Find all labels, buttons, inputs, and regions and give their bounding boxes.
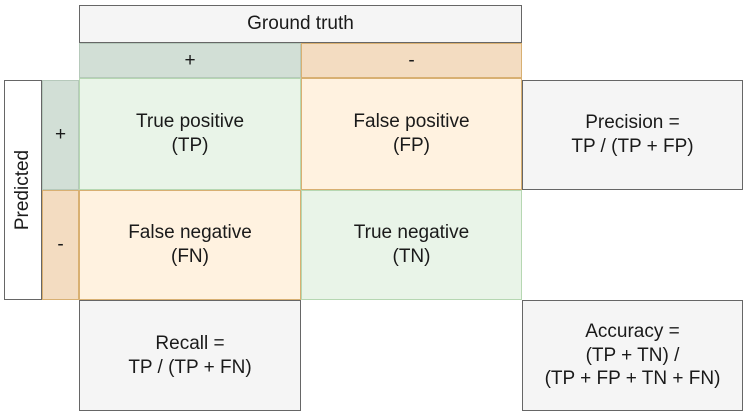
recall-box: Recall = TP / (TP + FN) bbox=[79, 300, 301, 411]
predicted-positive-header: + bbox=[42, 80, 79, 190]
predicted-negative-label: - bbox=[57, 234, 64, 256]
ground-truth-title: Ground truth bbox=[247, 13, 354, 35]
false-positive-label: False positive bbox=[353, 111, 470, 133]
accuracy-label: Accuracy = bbox=[585, 320, 680, 342]
accuracy-formula-denominator: (TP + FP + TN + FN) bbox=[544, 368, 721, 390]
true-negative-label: True negative bbox=[353, 222, 470, 244]
ground-truth-header: Ground truth bbox=[79, 5, 522, 43]
precision-box: Precision = TP / (TP + FP) bbox=[522, 80, 743, 190]
ground-truth-negative-label: - bbox=[408, 49, 415, 71]
predicted-title: Predicted bbox=[12, 149, 33, 231]
ground-truth-positive-header: + bbox=[79, 43, 301, 78]
true-positive-abbr: (TP) bbox=[171, 135, 209, 156]
precision-label: Precision = bbox=[585, 112, 680, 134]
false-positive-cell: False positive (FP) bbox=[301, 78, 522, 190]
accuracy-formula-numerator: (TP + TN) / bbox=[585, 344, 680, 366]
recall-formula: TP / (TP + FN) bbox=[128, 356, 252, 378]
predicted-positive-label: + bbox=[54, 124, 67, 146]
predicted-negative-header: - bbox=[42, 190, 79, 300]
false-negative-cell: False negative (FN) bbox=[79, 190, 301, 300]
true-positive-label: True positive bbox=[135, 111, 245, 133]
true-positive-cell: True positive (TP) bbox=[79, 78, 301, 190]
true-negative-abbr: (TN) bbox=[392, 246, 431, 267]
true-negative-cell: True negative (TN) bbox=[301, 190, 522, 300]
predicted-header: Predicted bbox=[4, 80, 42, 300]
false-negative-abbr: (FN) bbox=[171, 246, 209, 267]
recall-label: Recall = bbox=[155, 332, 225, 354]
ground-truth-positive-label: + bbox=[184, 49, 196, 71]
ground-truth-negative-header: - bbox=[301, 43, 522, 78]
precision-formula: TP / (TP + FP) bbox=[571, 136, 694, 157]
accuracy-box: Accuracy = (TP + TN) / (TP + FP + TN + F… bbox=[522, 300, 743, 411]
false-negative-label: False negative bbox=[128, 222, 252, 244]
false-positive-abbr: (FP) bbox=[393, 135, 430, 156]
